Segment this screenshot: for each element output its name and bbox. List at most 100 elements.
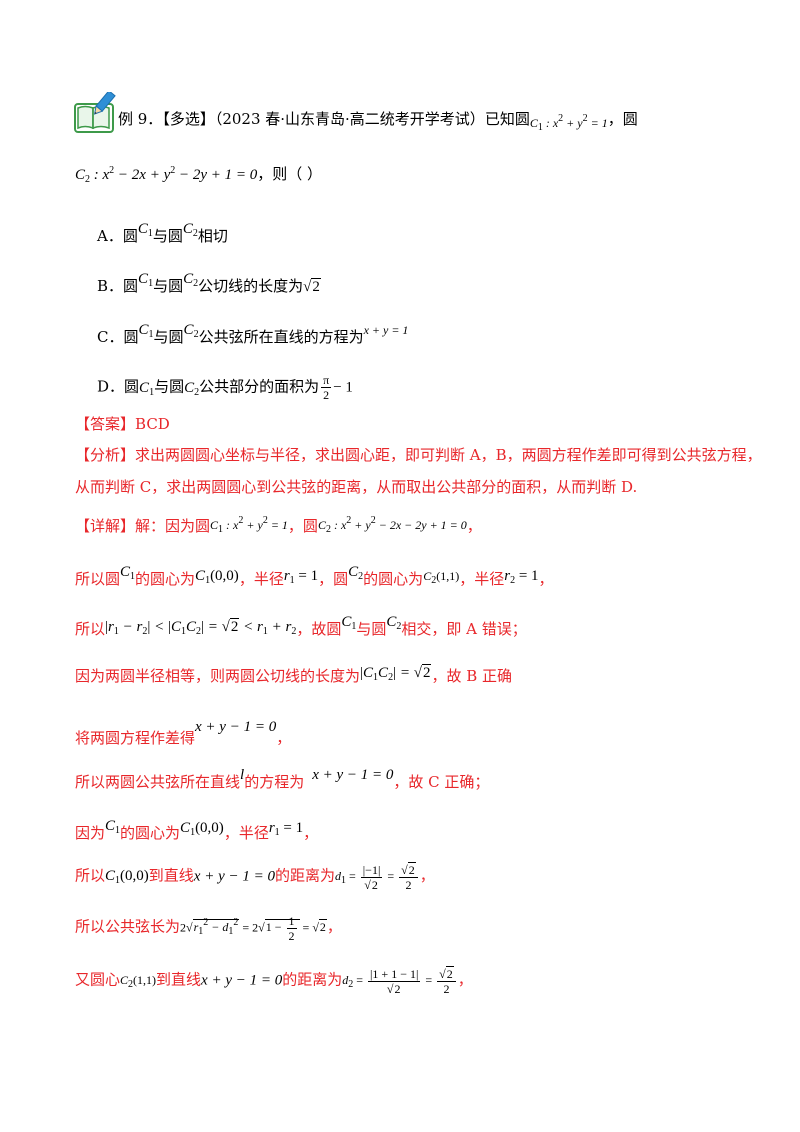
detail-text: ， [276,729,292,747]
minus-one: − 1 [333,379,353,396]
c1c2-length: |C1C2| = √2 [360,664,432,683]
c2-symbol: C2 [183,322,199,340]
detail-text: ，半径 [238,570,284,588]
c2-symbol: C2 [183,271,199,289]
word: 圆 [123,277,139,295]
c1-symbol: C1 [139,379,155,398]
detail-text: 所以公共弦长为 [75,917,181,936]
detail-line5: 将两圆方程作差得x + y − 1 = 0， [75,719,291,748]
inequality: |r1 − r2| < |C1C2| = √2 < r1 + r2 [105,618,297,637]
option-letter: B． [97,277,124,295]
detail-text: 的圆心为 [135,570,196,588]
c1-center: C1(0,0) [195,568,239,586]
stem-c2-tail: ，则（ ） [257,165,323,183]
analysis-line1: 【分析】求出两圆圆心坐标与半径，求出圆心距，即可判断 A，B，两圆方程作差即可得… [75,444,762,465]
detail-text: ， [466,517,482,535]
word: 与 [153,328,169,346]
detail-text: 的方程为 [244,773,305,791]
c1-symbol: C1 [341,614,357,632]
detail-text: ，半径 [459,570,505,588]
word: 圆 [122,227,138,245]
word: 圆 [168,277,184,295]
detail-line2: 所以圆C1的圆心为C1(0,0)，半径r1 = 1，圆C2的圆心为C2(1,1)… [75,564,554,589]
detail-text: ，圆 [287,517,318,535]
analysis-label: 【分析】 [75,446,136,464]
eq-chord: x + y − 1 = 0 [201,972,283,989]
analysis-line2: 从而判断 C，求出两圆圆心到公共弦的距离，从而取出公共部分的面积，从而判断 D. [75,476,637,497]
option-letter: A． [97,227,123,245]
analysis-text: 求出两圆圆心坐标与半径，求出圆心距，即可判断 A，B，两圆方程作差即可得到公共弦… [135,446,762,464]
c1-symbol: C1 [138,271,154,289]
detail-text: 所以圆 [75,570,121,588]
c1-center: C1(0,0) [105,868,149,887]
word: 圆 [167,227,183,245]
eq-c2: C2 : x2 − 2x + y2 − 2y + 1 = 0 [75,165,258,185]
detail-text: 到直线 [156,970,202,989]
stem-c1-tail: ，圆 [607,110,638,128]
detail-text: ，故 C 正确； [393,773,490,791]
detail-line10: 又圆心C2(1,1)到直线x + y − 1 = 0的距离为d2 = |1 + … [75,966,473,996]
eq-c1: C1 : x2 + y2 = 1 [210,515,288,535]
example-label: 例 9． [118,110,163,128]
l-symbol: l [240,767,245,783]
detail-text: 将两圆方程作差得 [75,729,196,747]
word: 圆 [169,377,185,396]
detail-text: 相交，即 A 错误； [401,620,527,638]
detail-text: 到直线 [148,866,194,885]
word: 圆 [123,328,139,346]
c2-center: C2(1,1) [120,973,157,991]
book-pencil-icon [73,89,117,134]
detail-text: ， [457,970,473,989]
word: 与 [153,277,169,295]
r1-eq: r1 = 1 [268,820,304,838]
question-tag: 【多选】 [162,110,215,128]
option-letter: D． [97,377,125,396]
detail-text: ，半径 [223,824,269,842]
eq-c1: C1 : x2 + y2 = 1 [529,113,608,133]
eq-c2: C2 : x2 + y2 − 2x − 2y + 1 = 0 [317,515,467,535]
word: 与 [152,227,168,245]
question-source: （2023 春·山东青岛·高二统考开学考试） [214,110,485,128]
detail-line4: 因为两圆半径相等，则两圆公切线的长度为|C1C2| = √2，故 B 正确 [75,664,512,686]
answer-label: 【答案】 [75,415,136,433]
option-b: B．圆C1与圆C2公切线的长度为√2 [97,271,321,296]
word: 圆 [124,377,140,396]
stem-start: 已知圆 [484,110,530,128]
c1-symbol: C1 [120,564,136,582]
detail-text: 因为 [75,824,106,842]
detail-label: 【详解】 [75,517,136,535]
c2-symbol: C2 [182,221,198,239]
detail-line1: 【详解】解：因为圆C1 : x2 + y2 = 1，圆C2 : x2 + y2 … [75,515,482,536]
c2-symbol: C2 [348,564,364,582]
c1-symbol: C1 [137,221,153,239]
word: 相切 [197,227,228,245]
detail-text: 因为两圆半径相等，则两圆公切线的长度为 [75,667,361,685]
detail-text: ， [303,824,319,842]
question-stem-line2: C2 : x2 − 2x + y2 − 2y + 1 = 0，则（ ） [75,163,322,185]
r1-eq: r1 = 1 [283,568,319,586]
detail-text: 的距离为 [282,970,343,989]
detail-text: ，故 B 正确 [431,667,512,685]
word: 与 [154,377,170,396]
detail-text: 所以 [75,866,106,885]
detail-text: 解：因为圆 [135,517,211,535]
c2-symbol: C2 [184,379,200,398]
detail-line3: 所以|r1 − r2| < |C1C2| = √2 < r1 + r2，故圆C1… [75,614,527,639]
c1-symbol: C1 [105,818,121,836]
word: 圆 [168,328,184,346]
word: 公共弦所在直线的方程为 [198,328,364,346]
eq-chord: x + y − 1 = 0 [193,868,275,885]
detail-text: 所以两圆公共弦所在直线 [75,773,241,791]
c1-center: C1(0,0) [180,820,224,838]
sqrt2: √2 [303,278,321,295]
detail-text: 的距离为 [274,866,335,885]
c2-center: C2(1,1) [423,569,460,586]
answer-line: 【答案】BCD [75,413,170,434]
